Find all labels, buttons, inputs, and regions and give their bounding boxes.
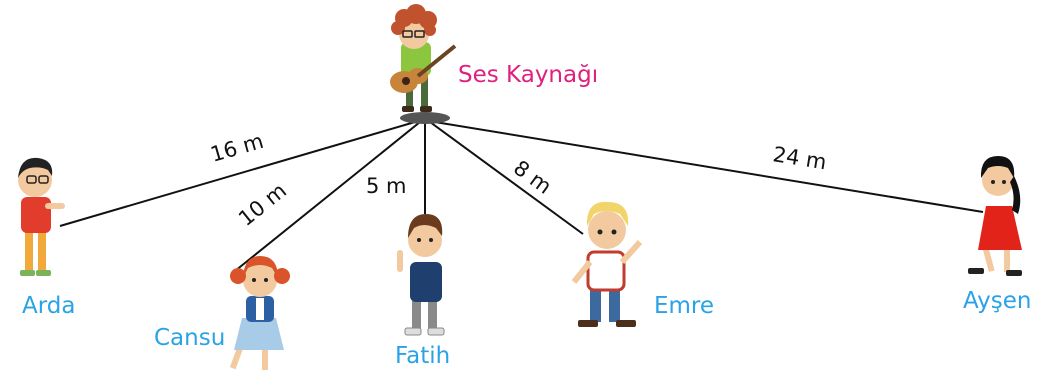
line-to-cansu — [234, 121, 421, 272]
emre-illustration — [571, 201, 643, 327]
name-cansu: Cansu — [154, 325, 226, 351]
name-fatih: Fatih — [395, 343, 451, 369]
name-aysen: Ayşen — [963, 288, 1032, 314]
distance-aysen: 24 m — [771, 142, 828, 174]
name-emre: Emre — [654, 293, 715, 319]
arda-illustration — [18, 157, 65, 276]
line-to-aysen — [434, 121, 984, 213]
name-arda: Arda — [22, 293, 76, 319]
guitar-player-illustration — [390, 4, 457, 124]
distance-fatih: 5 m — [366, 174, 407, 198]
fatih-illustration — [397, 214, 445, 336]
distance-arda: 16 m — [208, 129, 266, 167]
distance-emre: 8 m — [509, 156, 556, 199]
cansu-illustration — [229, 256, 290, 370]
distance-lines — [59, 121, 984, 272]
line-to-arda — [59, 121, 416, 227]
line-to-emre — [429, 121, 584, 235]
sound-source-label: Ses Kaynağı — [458, 62, 599, 88]
distance-cansu: 10 m — [234, 178, 291, 231]
aysen-illustration — [968, 156, 1022, 276]
